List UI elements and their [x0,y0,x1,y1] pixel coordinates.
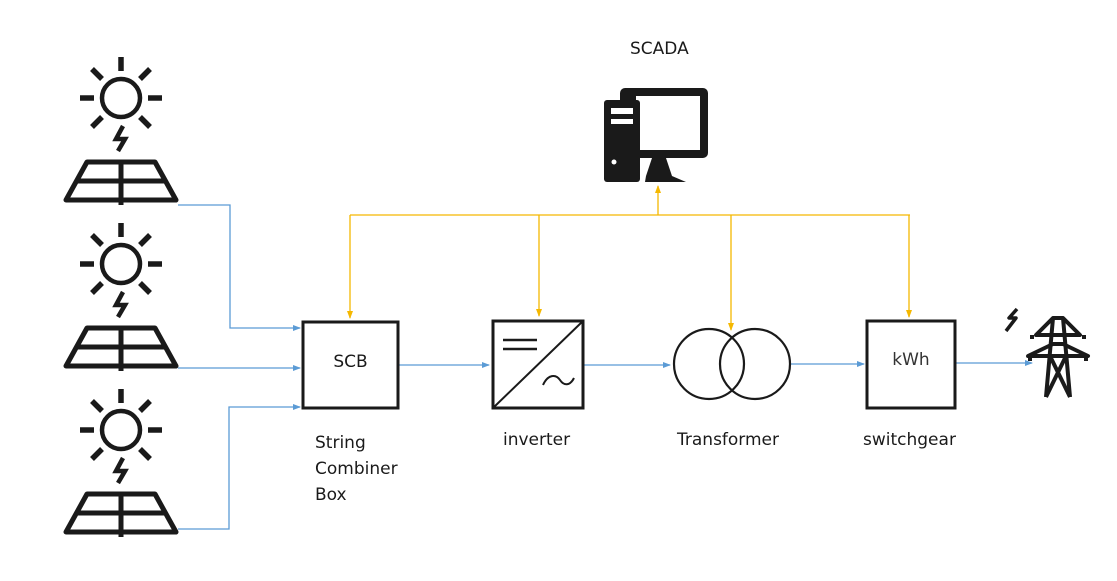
scb-box-text: SCB [333,352,368,372]
solar-panel-icon [66,223,176,371]
solar-panel-icon [66,389,176,537]
transformer-caption: Transformer [677,430,780,450]
inverter-caption: inverter [503,430,571,450]
pv-array-2 [66,223,176,371]
desktop-computer-icon [604,88,708,182]
scb-caption-line-2: Combiner [315,459,398,479]
switchgear-caption: switchgear [863,430,956,450]
transmission-tower-icon [1004,307,1090,398]
scada-label: SCADA [630,39,689,59]
edge-pv3-scb [178,404,301,530]
edge-pv1-scb [178,204,301,331]
dc-ac-converter-icon[interactable] [491,319,585,410]
scb-box[interactable] [301,320,400,410]
solar-panel-icon [66,57,176,205]
pv-array-3 [66,389,176,537]
transformer-icon[interactable] [672,327,792,401]
scb-caption-line-1: String [315,433,366,453]
switchgear-box[interactable] [865,319,957,410]
pv-array-1 [66,57,176,205]
switchgear-box-text: kWh [892,350,930,370]
scb-caption-line-3: Box [315,485,347,505]
